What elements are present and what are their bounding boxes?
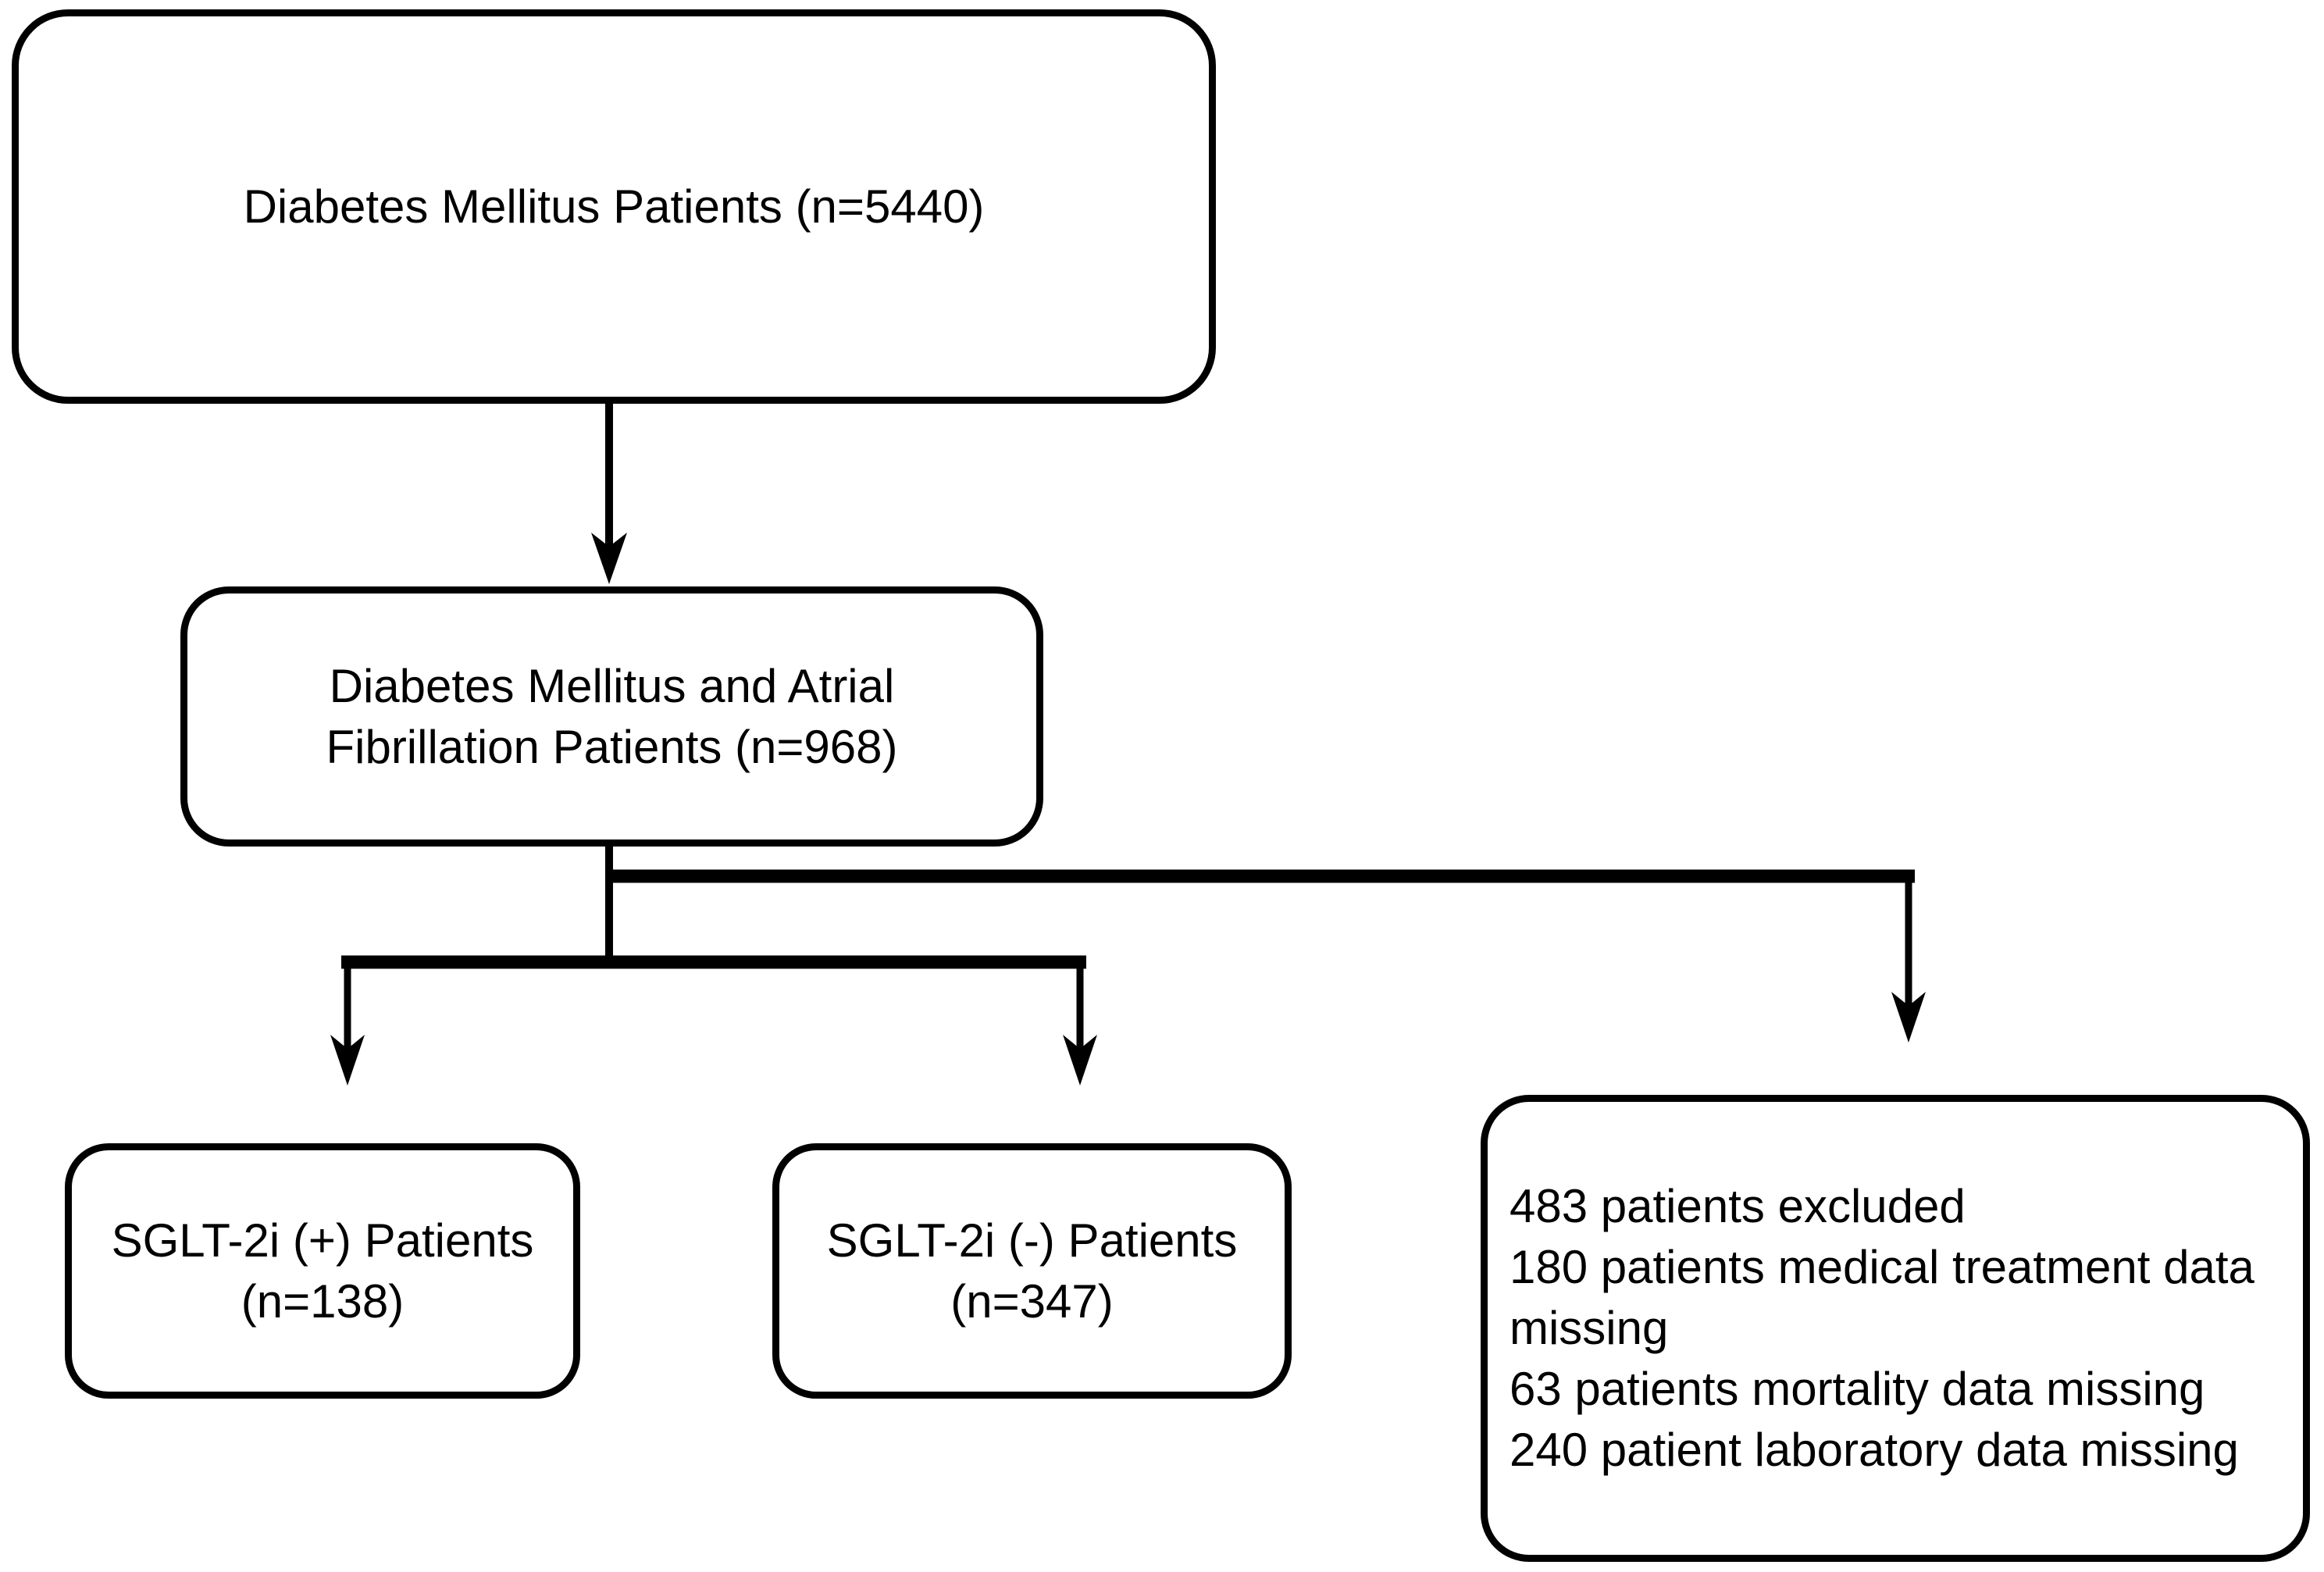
node-label: Diabetes Mellitus and Atrial: [329, 659, 895, 712]
node-sglt2i-negative: SGLT-2i (-) Patients (n=347): [772, 1143, 1292, 1399]
node-diabetes-mellitus: Diabetes Mellitus Patients (n=5440): [12, 9, 1216, 404]
node-label: (n=138): [241, 1274, 405, 1328]
node-sglt2i-positive: SGLT-2i (+) Patients (n=138): [65, 1143, 580, 1399]
node-label: SGLT-2i (+) Patients: [111, 1214, 534, 1267]
excluded-line: 240 patient laboratory data missing: [1510, 1424, 2239, 1476]
node-label: Diabetes Mellitus Patients (n=5440): [243, 180, 985, 233]
node-diabetes-atrial-fibrillation: Diabetes Mellitus and Atrial Fibrillatio…: [180, 586, 1043, 847]
excluded-line: 180 patients medical treatment data miss…: [1510, 1241, 2254, 1354]
node-excluded-patients: 483 patients excluded 180 patients medic…: [1481, 1095, 2310, 1562]
node-label: (n=347): [950, 1274, 1114, 1328]
arrowhead-to-excluded: [1891, 992, 1926, 1043]
excluded-line: 483 patients excluded: [1510, 1180, 1966, 1232]
excluded-line: 63 patients mortality data missing: [1510, 1363, 2205, 1415]
node-label: SGLT-2i (-) Patients: [826, 1214, 1238, 1267]
arrowhead-to-sglt-pos: [330, 1035, 365, 1085]
arrowhead-dm-to-dmaf: [591, 533, 627, 584]
node-label: Fibrillation Patients (n=968): [326, 720, 898, 773]
arrowhead-to-sglt-neg: [1063, 1035, 1097, 1085]
